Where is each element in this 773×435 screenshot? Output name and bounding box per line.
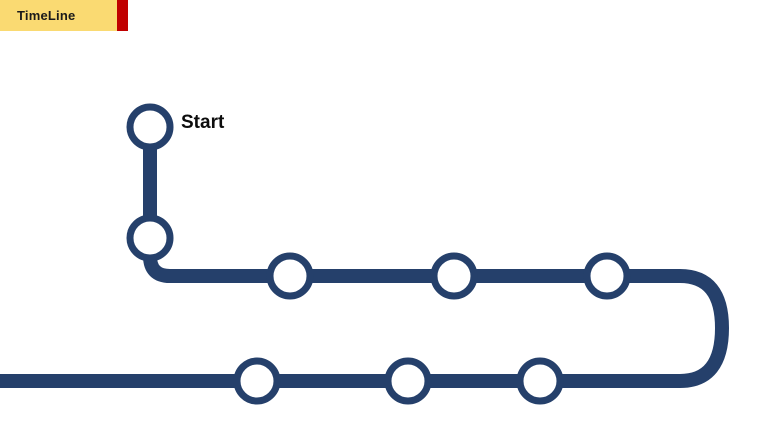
timeline-node-6[interactable] bbox=[516, 357, 564, 405]
title-banner: TimeLine bbox=[0, 0, 128, 31]
start-label: Start bbox=[181, 112, 225, 133]
timeline-node-3[interactable] bbox=[266, 252, 314, 300]
timeline-node-start[interactable] bbox=[126, 103, 174, 151]
timeline-node-2[interactable] bbox=[126, 214, 174, 262]
timeline-node-4[interactable] bbox=[430, 252, 478, 300]
timeline-node-5[interactable] bbox=[583, 252, 631, 300]
timeline-node-8[interactable] bbox=[233, 357, 281, 405]
title-banner-background: TimeLine bbox=[0, 0, 117, 31]
timeline-connector-path bbox=[0, 127, 729, 388]
title-banner-accent-bar bbox=[117, 0, 128, 31]
timeline-node-7[interactable] bbox=[384, 357, 432, 405]
page-title: TimeLine bbox=[17, 8, 76, 23]
